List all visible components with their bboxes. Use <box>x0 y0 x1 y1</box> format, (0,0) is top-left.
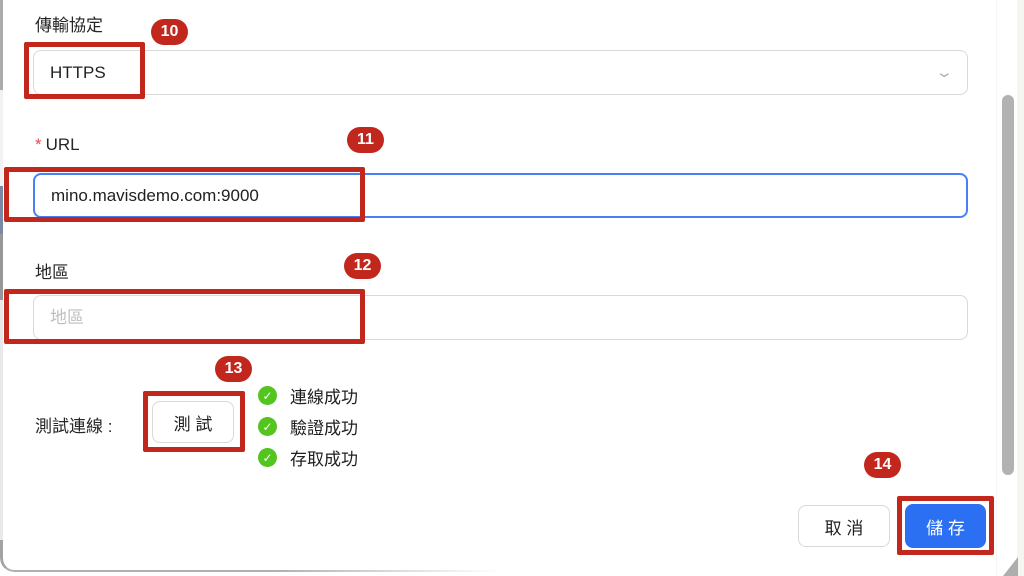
status-row-connection: ✓ 連線成功 <box>258 383 358 408</box>
status-row-verification: ✓ 驗證成功 <box>258 414 358 439</box>
status-text: 存取成功 <box>290 450 358 469</box>
backdrop-sliver <box>0 300 3 548</box>
status-text: 驗證成功 <box>290 419 358 438</box>
cancel-button-label: 取 消 <box>824 518 864 538</box>
annotation-badge-11: 11 <box>347 127 384 153</box>
check-circle-icon: ✓ <box>258 417 277 436</box>
backdrop-sliver <box>0 90 3 186</box>
scrollbar-thumb[interactable] <box>1002 95 1014 475</box>
protocol-select-value: HTTPS <box>50 62 106 82</box>
annotation-badge-10: 10 <box>151 19 188 45</box>
url-label: URL <box>45 135 80 154</box>
backdrop-sliver <box>0 186 3 234</box>
test-connection-label: 測試連線 : <box>35 417 113 436</box>
check-circle-icon: ✓ <box>258 448 277 467</box>
chevron-down-icon: ⌄ <box>935 64 955 81</box>
status-text: 連線成功 <box>290 388 358 407</box>
backdrop-sliver <box>0 0 3 90</box>
scrollbar-track <box>997 0 1017 576</box>
protocol-label: 傳輸協定 <box>35 16 103 35</box>
test-button-label: 測 試 <box>173 414 213 434</box>
region-label: 地區 <box>35 263 69 282</box>
annotation-badge-14: 14 <box>864 452 901 478</box>
required-asterisk: * <box>35 135 42 154</box>
scrollbar-gutter <box>996 0 1024 576</box>
url-label-row: *URL <box>35 135 80 155</box>
test-button[interactable]: 測 試 <box>152 401 234 443</box>
dialog-corner-border <box>0 540 500 572</box>
status-row-access: ✓ 存取成功 <box>258 445 358 470</box>
protocol-select[interactable]: HTTPS ⌄ <box>33 50 968 95</box>
save-button-label: 儲 存 <box>926 518 965 538</box>
region-input[interactable] <box>33 295 968 340</box>
url-input[interactable] <box>33 173 968 218</box>
annotation-badge-13: 13 <box>215 356 252 382</box>
cancel-button[interactable]: 取 消 <box>798 505 890 547</box>
check-circle-icon: ✓ <box>258 386 277 405</box>
backdrop-sliver <box>0 234 3 300</box>
save-button[interactable]: 儲 存 <box>905 504 986 548</box>
annotation-badge-12: 12 <box>344 253 381 279</box>
